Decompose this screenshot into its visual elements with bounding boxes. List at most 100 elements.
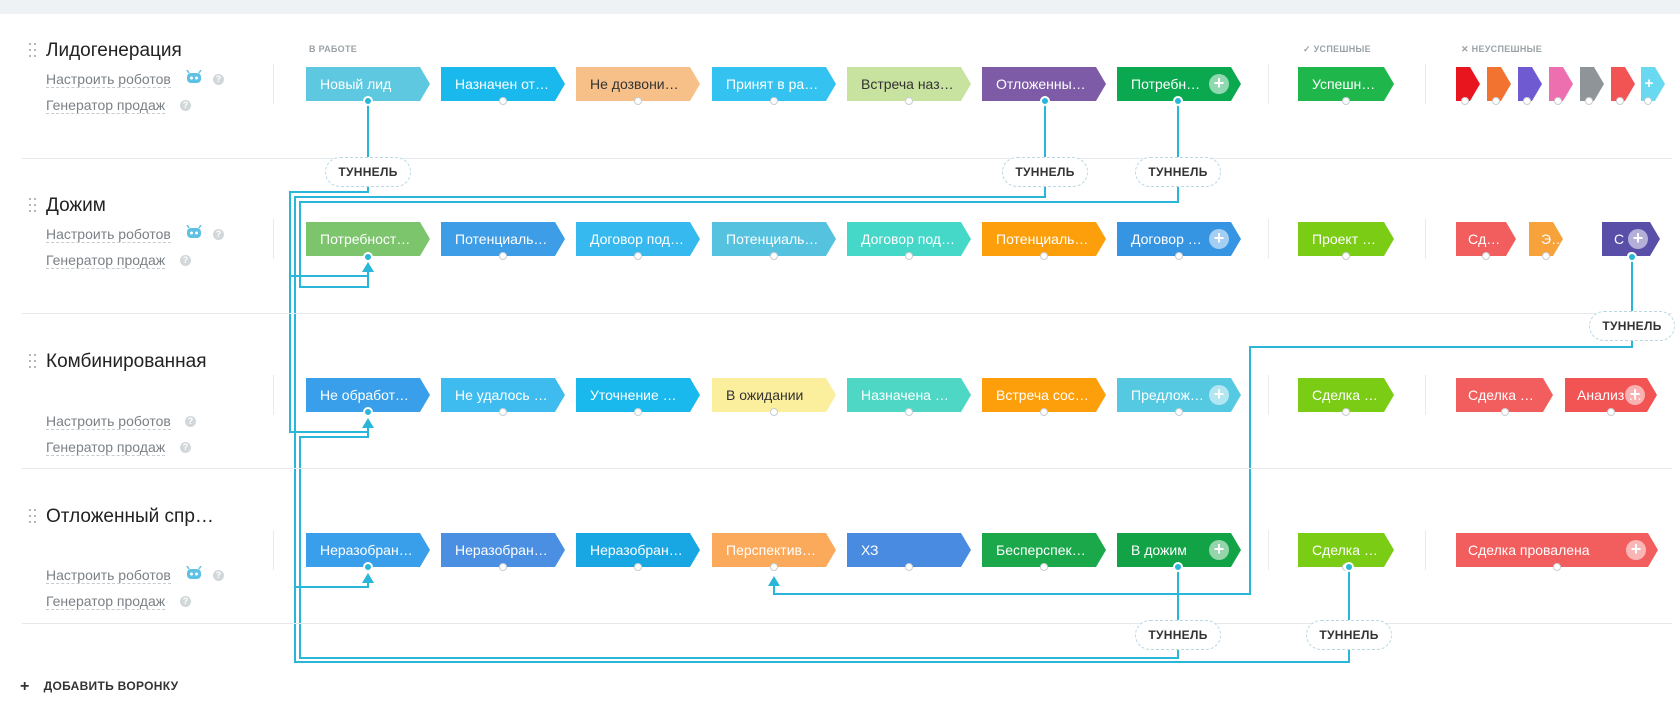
- stage-fail-1[interactable]: Сделка провалена: [1456, 378, 1553, 412]
- help-icon[interactable]: ?: [180, 255, 191, 266]
- stage-link-dot[interactable]: [1616, 97, 1624, 105]
- stage-5[interactable]: Договор подготовлен: [847, 222, 971, 256]
- tunnel-connector-dot[interactable]: [1173, 562, 1183, 572]
- stage-2[interactable]: Неразобранные заявки: [441, 533, 565, 567]
- tunnel-connector-dot[interactable]: [363, 96, 373, 106]
- add-funnel-button[interactable]: +ДОБАВИТЬ ВОРОНКУ: [20, 678, 178, 696]
- stage-6[interactable]: Потенциальная сделка: [982, 222, 1106, 256]
- tunnel-connector-dot[interactable]: [363, 562, 373, 572]
- stage-link-dot[interactable]: [1175, 408, 1183, 416]
- add-stage-icon[interactable]: +: [1209, 385, 1229, 405]
- tunnel-badge[interactable]: ТУННЕЛЬ: [1002, 157, 1088, 187]
- configure-robots-link[interactable]: Настроить роботов: [46, 413, 171, 430]
- stage-4[interactable]: Потенциальный интерес: [712, 222, 836, 256]
- stage-5[interactable]: ХЗ: [847, 533, 971, 567]
- stage-link-dot[interactable]: [770, 408, 778, 416]
- add-stage-icon[interactable]: +: [1642, 74, 1656, 94]
- drag-handle-icon[interactable]: [29, 43, 37, 61]
- stage-link-dot[interactable]: [499, 563, 507, 571]
- drag-handle-icon[interactable]: [29, 198, 37, 216]
- stage-link-dot[interactable]: [770, 97, 778, 105]
- stage-3[interactable]: Неразобранные звонки: [576, 533, 700, 567]
- stage-link-dot[interactable]: [1461, 97, 1469, 105]
- funnel-title[interactable]: Дожим: [46, 195, 106, 216]
- stage-link-dot[interactable]: [1585, 97, 1593, 105]
- stage-2[interactable]: Назначен ответственный: [441, 67, 565, 101]
- configure-robots-link[interactable]: Настроить роботов: [46, 71, 171, 88]
- help-icon[interactable]: ?: [213, 229, 224, 240]
- stage-link-dot[interactable]: [1492, 97, 1500, 105]
- stage-4[interactable]: Принят в работу: [712, 67, 836, 101]
- stage-link-dot[interactable]: [1542, 252, 1550, 260]
- stage-success[interactable]: Успешный лид: [1298, 67, 1394, 101]
- stage-link-dot[interactable]: [634, 252, 642, 260]
- stage-link-dot[interactable]: [905, 97, 913, 105]
- sales-generator-link[interactable]: Генератор продаж: [46, 97, 166, 114]
- help-icon[interactable]: ?: [185, 416, 196, 427]
- stage-1[interactable]: Новый лид: [306, 67, 430, 101]
- tunnel-connector-dot[interactable]: [1173, 96, 1183, 106]
- stage-link-dot[interactable]: [905, 563, 913, 571]
- stage-link-dot[interactable]: [499, 97, 507, 105]
- tunnel-connector-dot[interactable]: [363, 252, 373, 262]
- help-icon[interactable]: ?: [180, 442, 191, 453]
- help-icon[interactable]: ?: [180, 100, 191, 111]
- stage-1[interactable]: Неразобранное: [306, 533, 430, 567]
- add-stage-icon[interactable]: +: [1625, 385, 1645, 405]
- stage-4[interactable]: Перспективные: [712, 533, 836, 567]
- tunnel-badge[interactable]: ТУННЕЛЬ: [1306, 620, 1392, 650]
- stage-link-dot[interactable]: [1553, 563, 1561, 571]
- sales-generator-link[interactable]: Генератор продаж: [46, 593, 166, 610]
- stage-link-dot[interactable]: [1342, 97, 1350, 105]
- configure-robots-link[interactable]: Настроить роботов: [46, 567, 171, 584]
- tunnel-badge[interactable]: ТУННЕЛЬ: [1135, 157, 1221, 187]
- add-stage-icon[interactable]: +: [1209, 540, 1229, 560]
- stage-link-dot[interactable]: [1342, 252, 1350, 260]
- stage-4[interactable]: В ожидании: [712, 378, 836, 412]
- drag-handle-icon[interactable]: [29, 354, 37, 372]
- stage-success[interactable]: Сделка успешна: [1298, 378, 1394, 412]
- stage-success[interactable]: Проект завершен: [1298, 222, 1394, 256]
- stage-success[interactable]: Сделка успешна: [1298, 533, 1394, 567]
- stage-link-dot[interactable]: [499, 252, 507, 260]
- stage-link-dot[interactable]: [1040, 563, 1048, 571]
- add-stage-icon[interactable]: +: [1628, 229, 1648, 249]
- tunnel-connector-dot[interactable]: [1040, 96, 1050, 106]
- funnel-title[interactable]: Отложенный спр…: [46, 506, 214, 527]
- stage-link-dot[interactable]: [634, 97, 642, 105]
- stage-6[interactable]: Встреча состоялась: [982, 378, 1106, 412]
- drag-handle-icon[interactable]: [29, 509, 37, 527]
- add-stage-icon[interactable]: +: [1209, 229, 1229, 249]
- stage-6[interactable]: Отложенный спрос: [982, 67, 1106, 101]
- stage-link-dot[interactable]: [770, 252, 778, 260]
- stage-5[interactable]: Встреча назначена: [847, 67, 971, 101]
- stage-link-dot[interactable]: [905, 408, 913, 416]
- help-icon[interactable]: ?: [213, 570, 224, 581]
- tunnel-badge[interactable]: ТУННЕЛЬ: [325, 157, 411, 187]
- stage-fail-1[interactable]: Сделка провалена: [1456, 222, 1516, 256]
- sales-generator-link[interactable]: Генератор продаж: [46, 439, 166, 456]
- stage-link-dot[interactable]: [1040, 252, 1048, 260]
- stage-1[interactable]: Потребность выявлена: [306, 222, 430, 256]
- tunnel-connector-dot[interactable]: [363, 407, 373, 417]
- tunnel-connector-dot[interactable]: [1344, 562, 1354, 572]
- stage-link-dot[interactable]: [1175, 252, 1183, 260]
- stage-5[interactable]: Назначена встреча: [847, 378, 971, 412]
- stage-link-dot[interactable]: [905, 252, 913, 260]
- stage-link-dot[interactable]: [1554, 97, 1562, 105]
- stage-6[interactable]: Бесперспективные: [982, 533, 1106, 567]
- stage-3[interactable]: Договор подписан: [576, 222, 700, 256]
- stage-link-dot[interactable]: [634, 408, 642, 416]
- stage-link-dot[interactable]: [770, 563, 778, 571]
- configure-robots-link[interactable]: Настроить роботов: [46, 226, 171, 243]
- help-icon[interactable]: ?: [180, 596, 191, 607]
- stage-link-dot[interactable]: [499, 408, 507, 416]
- stage-link-dot[interactable]: [1523, 97, 1531, 105]
- sales-generator-link[interactable]: Генератор продаж: [46, 252, 166, 269]
- stage-link-dot[interactable]: [1607, 408, 1615, 416]
- stage-2[interactable]: Не удалось связаться: [441, 378, 565, 412]
- stage-fail-1[interactable]: Сделка провалена: [1456, 533, 1658, 567]
- add-stage-icon[interactable]: +: [1626, 540, 1646, 560]
- help-icon[interactable]: ?: [213, 74, 224, 85]
- stage-3[interactable]: Не дозвонились: [576, 67, 700, 101]
